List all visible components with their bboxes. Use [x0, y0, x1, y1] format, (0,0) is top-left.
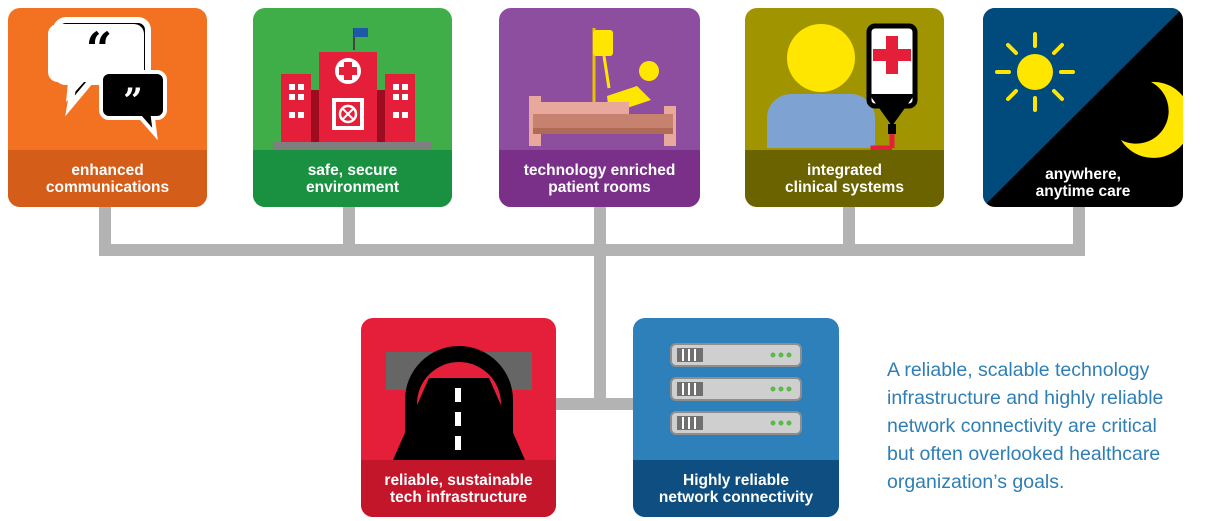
connector-stub-4 [843, 206, 855, 256]
hospital-building-icon [273, 28, 431, 150]
caption-line-1: Highly reliable [683, 471, 789, 489]
tile-caption: safe, secure environment [253, 150, 452, 207]
note-line-3: network connectivity are critical [887, 415, 1157, 437]
tile-caption: enhanced communications [8, 150, 207, 207]
note-line-4: but often overlooked healthcare [887, 443, 1161, 465]
tile-integrated-clinical-systems: integrated clinical systems [745, 8, 944, 207]
sun-moon-icon [983, 8, 1183, 207]
svg-text:”: ” [123, 81, 143, 121]
tile-caption: Highly reliable network connectivity [633, 460, 839, 517]
note-line-2: infrastructure and highly reliable [887, 387, 1164, 409]
connector-stub-2 [343, 206, 355, 256]
tile-highly-reliable-network-connectivity: Highly reliable network connectivity [633, 318, 839, 517]
server-rack-icon [670, 343, 802, 435]
tile-technology-enriched-patient-rooms: technology enriched patient rooms [499, 8, 700, 207]
caption-line-2: environment [305, 178, 399, 196]
tile-caption: reliable, sustainable tech infrastructur… [361, 460, 556, 517]
clinician-iv-bag-icon [767, 23, 918, 158]
caption-line-2: anytime care [1035, 182, 1131, 200]
tile-reliable-sustainable-tech-infrastructure: reliable, sustainable tech infrastructur… [361, 318, 556, 517]
tile-anywhere-anytime-care: anywhere, anytime care [983, 8, 1183, 207]
tile-caption: anywhere, anytime care [983, 158, 1183, 207]
caption-line-1: enhanced [71, 161, 144, 179]
caption-line-1: integrated [807, 161, 882, 179]
caption-line-1: anywhere, [1045, 165, 1121, 183]
svg-text:“: “ [86, 22, 112, 76]
caption-line-2: patient rooms [548, 178, 651, 196]
caption-line-2: clinical systems [785, 178, 904, 196]
connector-stub-1 [99, 206, 111, 256]
tile-caption: integrated clinical systems [745, 150, 944, 207]
explanatory-note: A reliable, scalable technology infrastr… [887, 356, 1223, 496]
connector-stub-5 [1073, 206, 1085, 256]
caption-line-1: safe, secure [307, 161, 398, 179]
caption-line-2: network connectivity [658, 488, 814, 506]
caption-line-2: tech infrastructure [390, 488, 527, 506]
tile-caption: technology enriched patient rooms [499, 150, 700, 207]
hospital-bed-icon [529, 28, 676, 146]
tile-safe-secure-environment: safe, secure environment [253, 8, 452, 207]
connector-bottom-bus [555, 398, 633, 410]
tunnel-road-icon [386, 346, 532, 460]
note-line-1: A reliable, scalable technology [887, 359, 1150, 381]
tile-enhanced-communications: “ ” enhanced communications [8, 8, 207, 207]
connector-top-bus [99, 244, 1085, 256]
caption-line-1: technology enriched [523, 161, 676, 179]
note-line-5: organization’s goals. [887, 471, 1065, 493]
speech-bubbles-icon: “ ” [48, 17, 167, 141]
caption-line-1: reliable, sustainable [384, 471, 533, 489]
connector-trunk [594, 244, 606, 410]
connector-stub-3 [594, 206, 606, 256]
caption-line-2: communications [45, 178, 170, 196]
